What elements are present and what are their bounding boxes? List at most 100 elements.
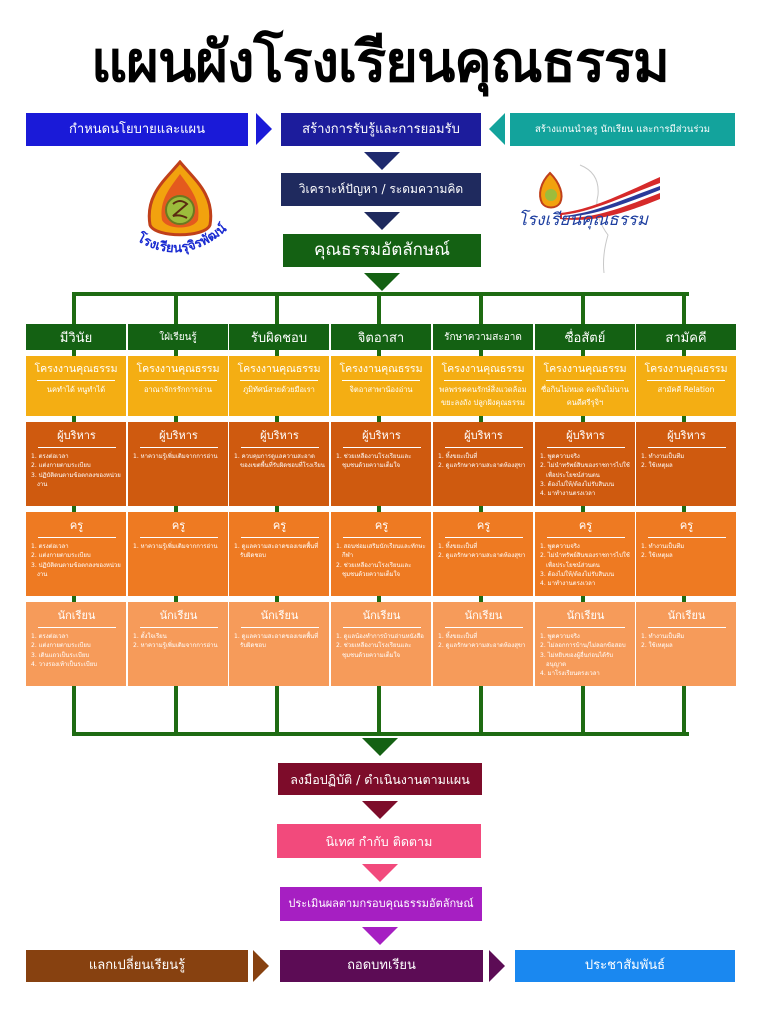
admin-list-item: 2. ดูแลรักษาความสะอาดห้องสุขา (438, 462, 526, 470)
student-heading: นักเรียน (362, 609, 401, 622)
policy-plan-box: กำหนดนโยบายและแผน (26, 113, 248, 146)
project-box: โครงงานคุณธรรม ภูมิทัศน์สวยด้วยมือเรา (229, 356, 329, 416)
admin-list-item: 1. ตรงต่อเวลา (31, 453, 69, 460)
divider (37, 380, 115, 381)
divider (240, 380, 318, 381)
page-title: แผนผังโรงเรียนคุณธรรม (91, 30, 670, 95)
admin-heading: ผู้บริหาร (57, 429, 96, 442)
project-heading: โครงงานคุณธรรม (644, 363, 728, 375)
supervise-box: นิเทศ กำกับ ติดตาม (277, 824, 481, 858)
admin-list: 1. พูดความจริง 2. ไม่นำทรัพย์สินของราชการ… (540, 452, 631, 498)
divider (139, 447, 218, 448)
awareness-label: สร้างการรับรู้และการยอมรับ (302, 121, 460, 137)
arrow-down-icon (364, 212, 400, 230)
student-list-item: 2. ดูแลรักษาความสะอาดห้องสุขา (438, 642, 526, 650)
pr-box: ประชาสัมพันธ์ (515, 950, 735, 982)
teacher-list-item: 1. ตรงต่อเวลา (31, 543, 69, 550)
admin-list: 1. ควบคุมการดูแลความสะอาดของเขตพื้นที่รั… (234, 452, 325, 471)
student-list-item: 2. ใช้เหตุผล (641, 642, 673, 650)
project-box: โครงงานคุณธรรม พลพรรคคนรักษ์สิ่งแวดล้อม … (433, 356, 533, 416)
student-list-item: 3. เดินแถวเป็นระเบียบ (31, 651, 90, 659)
project-box: โครงงานคุณธรรม จิตอาสาพาน้องอ่าน (331, 356, 431, 416)
teacher-list-item: 2. ช่วยเหลืองานโรงเรียนและชุมชนด้วยความเ… (336, 561, 412, 578)
student-list: 1. ทิ้งขยะเป็นที่2. ดูแลรักษาความสะอาดห้… (438, 632, 529, 651)
project-box: โครงงานคุณธรรม สามัคคี Relation (636, 356, 736, 416)
student-list-item: 1. ดูแลความสะอาดของเขตพื้นที่รับผิดชอบ (234, 633, 319, 650)
admin-heading: ผู้บริหาร (260, 429, 299, 442)
arrow-down-icon (364, 273, 400, 291)
admin-list-item: 2. แต่งกายตามระเบียบ (31, 462, 91, 470)
admin-heading: ผู้บริหาร (159, 429, 198, 442)
student-box: นักเรียน 1. ดูแลความสะอาดของเขตพื้นที่รั… (229, 602, 329, 686)
divider (546, 627, 625, 628)
admin-box: ผู้บริหาร 1. ช่วยเหลืองานโรงเรียนและชุมช… (331, 422, 431, 506)
student-list-item: 2. ไม่ลอกการบ้าน/ไม่ลอกข้อสอบ (540, 642, 626, 650)
divider (139, 380, 217, 381)
teacher-list: 1. หาความรู้เพิ่มเติมจากการอ่าน (133, 542, 224, 551)
moral-school-caption: โรงเรียนคุณธรรม (518, 209, 649, 230)
admin-list: 1. ช่วยเหลืองานโรงเรียนและชุมชนด้วยความเ… (336, 452, 427, 471)
project-name: ภูมิทัศน์สวยด้วยมือเรา (243, 385, 315, 394)
admin-heading: ผู้บริหาร (667, 429, 706, 442)
admin-list-item: 1. ช่วยเหลืองานโรงเรียนและชุมชนด้วยความเ… (336, 453, 412, 470)
value-heading: จิตอาสา (331, 324, 431, 350)
divider (546, 447, 625, 448)
teacher-list-item: 3. ปฏิบัติตนตามข้อตกลงของหน่วยงาน (31, 561, 121, 578)
moral-school-logo: โรงเรียนคุณธรรม (510, 155, 670, 275)
teacher-list-item: 1. สอนซ่อมเสริมนักเรียนและทักษะกีฬา (336, 543, 426, 560)
divider (37, 627, 116, 628)
admin-list-item: 2. ไม่นำทรัพย์สินของราชการไปใช้เพื่อประโ… (540, 462, 630, 479)
admin-list-item: 1. ทำงานเป็นทีม (641, 453, 685, 460)
leaders-label: สร้างแกนนำครู นักเรียน และการมีส่วนร่วม (534, 123, 711, 135)
admin-box: ผู้บริหาร 1. หาความรู้เพิ่มเติมจากการอ่า… (128, 422, 228, 506)
project-heading: โครงงานคุณธรรม (441, 363, 525, 375)
teacher-list-item: 2. แต่งกายตามระเบียบ (31, 552, 91, 560)
divider (37, 447, 116, 448)
student-list: 1. พูดความจริง 2. ไม่ลอกการบ้าน/ไม่ลอกข้อ… (540, 632, 631, 678)
divider (647, 447, 726, 448)
admin-list: 1. หาความรู้เพิ่มเติมจากการอ่าน (133, 452, 224, 461)
divider (342, 380, 420, 381)
arrow-right-icon (256, 113, 272, 145)
value-heading: สามัคคี (636, 324, 736, 350)
exchange-box: แลกเปลี่ยนเรียนรู้ (26, 950, 248, 982)
divider (444, 380, 522, 381)
teacher-list-item: 1. ทิ้งขยะเป็นที่ (438, 543, 478, 550)
teacher-heading: ครู (578, 519, 593, 532)
admin-heading: ผู้บริหาร (362, 429, 401, 442)
project-name: พลพรรคคนรักษ์สิ่งแวดล้อม ขยะลงถัง ปลูกฝั… (439, 385, 527, 407)
admin-list-item: 1. พูดความจริง (540, 453, 580, 460)
leaders-box: สร้างแกนนำครู นักเรียน และการมีส่วนร่วม (510, 113, 735, 146)
student-list-item: 4. วางรองเท้าเป็นระเบียบ (31, 660, 98, 668)
divider (647, 380, 725, 381)
pr-label: ประชาสัมพันธ์ (584, 958, 666, 974)
arrow-down-icon (362, 801, 398, 819)
evaluate-box: ประเมินผลตามกรอบคุณธรรมอัตลักษณ์ (280, 887, 482, 921)
project-heading: โครงงานคุณธรรม (543, 363, 627, 375)
student-box: นักเรียน 1. ทิ้งขยะเป็นที่2. ดูแลรักษาคว… (433, 602, 533, 686)
student-list-item: 1. พูดความจริง (540, 633, 580, 640)
arrow-down-icon (362, 864, 398, 882)
teacher-box: ครู 1. หาความรู้เพิ่มเติมจากการอ่าน (128, 512, 228, 596)
divider (240, 447, 319, 448)
arrow-down-icon (362, 927, 398, 945)
admin-list-item: 4. มาทำงานตรงเวลา (540, 490, 596, 498)
supervise-label: นิเทศ กำกับ ติดตาม (325, 833, 433, 849)
divider (240, 627, 319, 628)
arrow-right-icon (253, 950, 269, 982)
student-list-item: 2. หาความรู้เพิ่มเติมจากการอ่าน (133, 642, 218, 650)
value-heading: รักษาความสะอาด (433, 324, 533, 350)
admin-heading: ผู้บริหาร (464, 429, 503, 442)
student-list-item: 3. ไม่หยิบของผู้อื่นก่อนได้รับอนุญาต (540, 651, 614, 668)
project-heading: โครงงานคุณธรรม (34, 363, 118, 375)
